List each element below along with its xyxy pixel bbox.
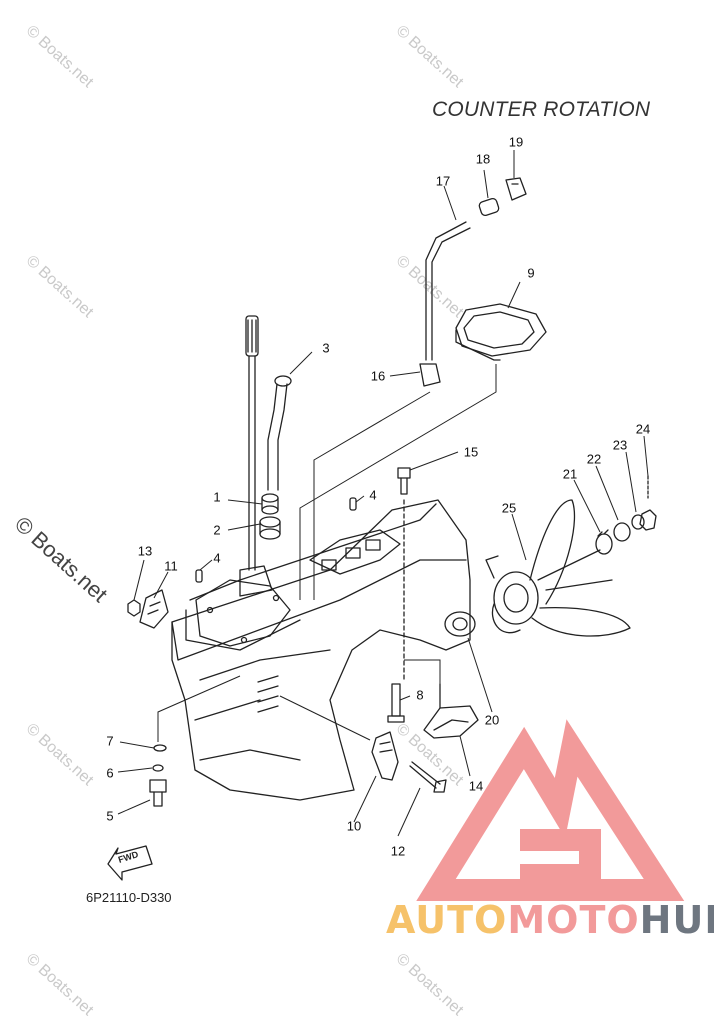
thrust-washer [444,611,476,637]
gasket [455,303,547,361]
parts-diagram: © Boats.net© Boats.net© Boats.net© Boats… [10,22,714,1019]
callout-5: 5 [106,808,114,824]
callout-15: 15 [463,444,479,460]
callout-20: 20 [484,712,500,728]
dowel-pin [195,569,203,583]
lock-washer [152,764,164,772]
callout-21: 21 [562,466,578,482]
callout-3: 3 [322,340,330,356]
callout-13: 13 [137,543,153,559]
anode [371,731,399,781]
callout-14: 14 [468,778,484,794]
callout-11: 11 [164,558,178,574]
dowel-pin [349,497,357,511]
propeller-nut [639,509,657,531]
callout-12: 12 [390,843,406,859]
callout-2: 2 [213,522,221,538]
hose-cap [478,197,500,217]
logo-mark [416,719,685,901]
callout-25: 25 [501,500,517,516]
callout-6: 6 [106,765,114,781]
callout-7: 7 [106,733,114,749]
callout-1: 1 [213,489,221,505]
callout-24: 24 [635,421,651,437]
bolt [397,467,411,495]
callout-10: 10 [346,818,362,834]
diagram-drawing [107,150,657,881]
logo-hub: HUB [639,898,714,942]
callout-9: 9 [527,265,535,281]
bolt [387,683,405,723]
washer [613,522,631,542]
leader-lines [117,150,649,837]
spacer [595,529,613,555]
grommet [505,177,527,201]
bolt [149,779,167,807]
drive-shaft [239,315,273,597]
callout-23: 23 [612,437,628,453]
water-hose [419,221,471,387]
diagram-title: COUNTER ROTATION [432,98,651,121]
washer [631,514,645,530]
callout-4a: 4 [369,487,377,503]
lower-unit-housing [171,499,471,801]
water-tube [267,375,292,491]
anode [423,683,479,739]
logo-wordmark: AUTOMOTOHUB [386,898,714,942]
callout-18: 18 [475,151,491,167]
bracket [139,589,169,629]
screw [409,761,447,793]
diagram-code: 6P21110-D330 [86,890,172,905]
callout-19: 19 [508,134,524,150]
propeller [485,499,631,637]
callout-8: 8 [416,687,424,703]
logo-triangle-icon [416,719,685,901]
callout-17: 17 [435,173,451,189]
logo-auto: AUTO [386,898,508,942]
callout-22: 22 [586,451,602,467]
callout-4b: 4 [213,550,221,566]
callout-16: 16 [370,368,386,384]
forward-arrow [107,845,153,881]
logo-moto: MOTO [507,898,640,942]
